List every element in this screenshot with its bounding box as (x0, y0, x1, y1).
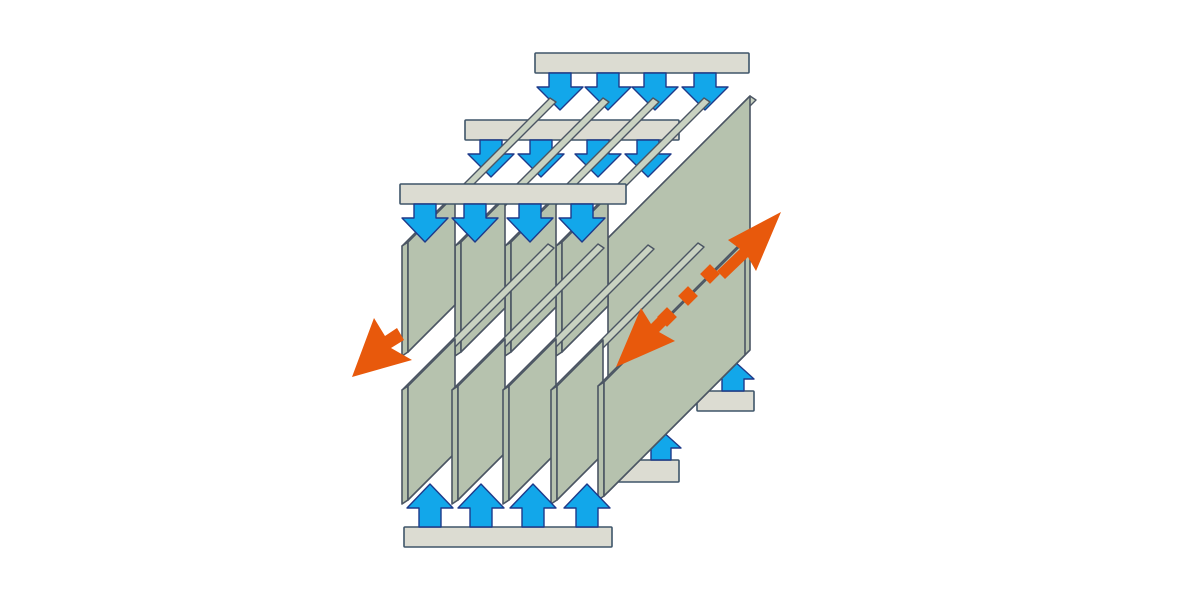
arrow-icon (352, 318, 412, 377)
plate (550, 242, 705, 505)
arrow-icon (631, 72, 679, 111)
plate (451, 243, 605, 505)
arrow-icon (717, 212, 781, 279)
arrow-icon (536, 72, 584, 111)
arrow-icon (558, 203, 606, 243)
plate-stack (401, 95, 757, 505)
arrow-icon (584, 72, 632, 111)
arrow-icon (451, 203, 499, 243)
arrow-icon (517, 139, 565, 178)
arrow-icon (506, 203, 554, 243)
plate (401, 243, 555, 505)
top-bar-back (534, 52, 750, 74)
arrow-icon (563, 483, 611, 528)
arrow-icon (457, 483, 505, 528)
down-arrows-front (401, 203, 606, 243)
arrow-icon (509, 483, 557, 528)
dashed-double-arrow (616, 212, 781, 367)
top-bar-front (399, 183, 627, 205)
front-row (399, 183, 627, 548)
up-arrows-front (406, 483, 611, 528)
plate (502, 244, 655, 505)
orange-arrows (352, 212, 781, 377)
plates-upper (401, 97, 711, 357)
arrow-icon (616, 308, 675, 367)
arrow-icon (681, 72, 729, 111)
arrow-icon (406, 483, 454, 528)
arrow-icon (401, 203, 449, 243)
bottom-bar-front (403, 526, 613, 548)
down-arrows-back (536, 72, 729, 111)
